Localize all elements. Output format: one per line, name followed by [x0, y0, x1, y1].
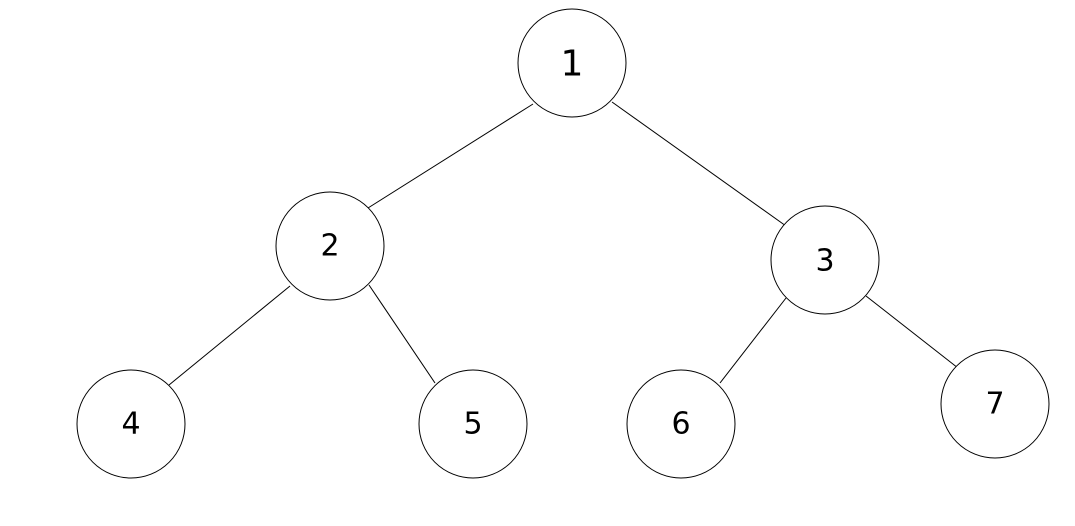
tree-node-1: 1: [517, 8, 627, 118]
node-circle: [517, 8, 627, 118]
tree-node-4: 4: [76, 369, 186, 479]
edge-3-6: [719, 297, 787, 384]
node-circle: [418, 369, 528, 479]
tree-node-5: 5: [418, 369, 528, 479]
node-label: 7: [985, 387, 1004, 422]
edge-2-5: [368, 284, 436, 384]
nodes-layer: 1 2 3 4 5 6 7: [76, 8, 1050, 479]
node-label: 6: [671, 407, 690, 442]
tree-node-6: 6: [626, 369, 736, 479]
node-circle: [770, 205, 880, 315]
edge-1-3: [611, 101, 787, 227]
edges-layer: [168, 101, 959, 386]
tree-node-3: 3: [770, 205, 880, 315]
node-circle: [275, 191, 385, 301]
node-circle: [626, 369, 736, 479]
node-label: 4: [121, 407, 140, 442]
node-circle: [76, 369, 186, 479]
node-label: 1: [561, 44, 584, 85]
tree-node-2: 2: [275, 191, 385, 301]
node-label: 5: [463, 407, 482, 442]
node-label: 3: [815, 244, 834, 279]
edge-2-4: [168, 285, 291, 386]
node-circle: [940, 349, 1050, 459]
edge-1-2: [367, 103, 534, 209]
node-label: 2: [320, 229, 339, 264]
tree-node-7: 7: [940, 349, 1050, 459]
edge-3-7: [865, 295, 959, 369]
